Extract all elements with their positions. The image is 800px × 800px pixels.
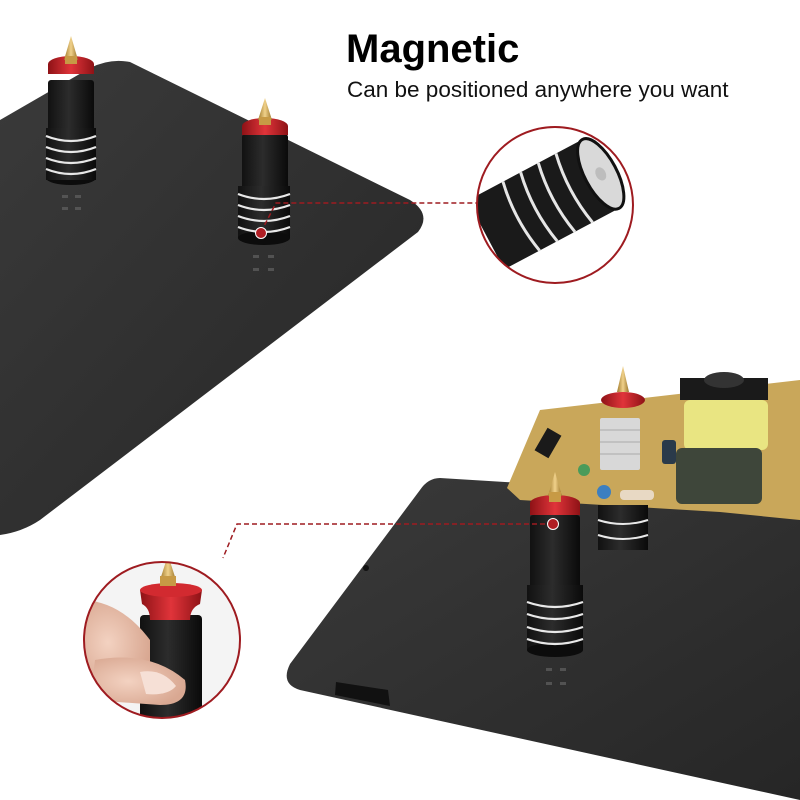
callout-line-top [255,202,478,239]
headline-title: Magnetic [346,27,520,71]
pin-bottom-back [597,366,649,550]
headline-subtitle: Can be positioned anywhere you want [347,77,729,102]
callout-line-bottom [222,518,559,559]
magnet-base-closeup [476,126,634,284]
pin-in-hand-closeup [83,561,241,719]
pin-bottom-front [526,472,584,685]
circuit-board [507,372,800,520]
pin-top-left [45,36,97,210]
pin-top-right [237,98,291,271]
top-mat-board [0,60,424,535]
